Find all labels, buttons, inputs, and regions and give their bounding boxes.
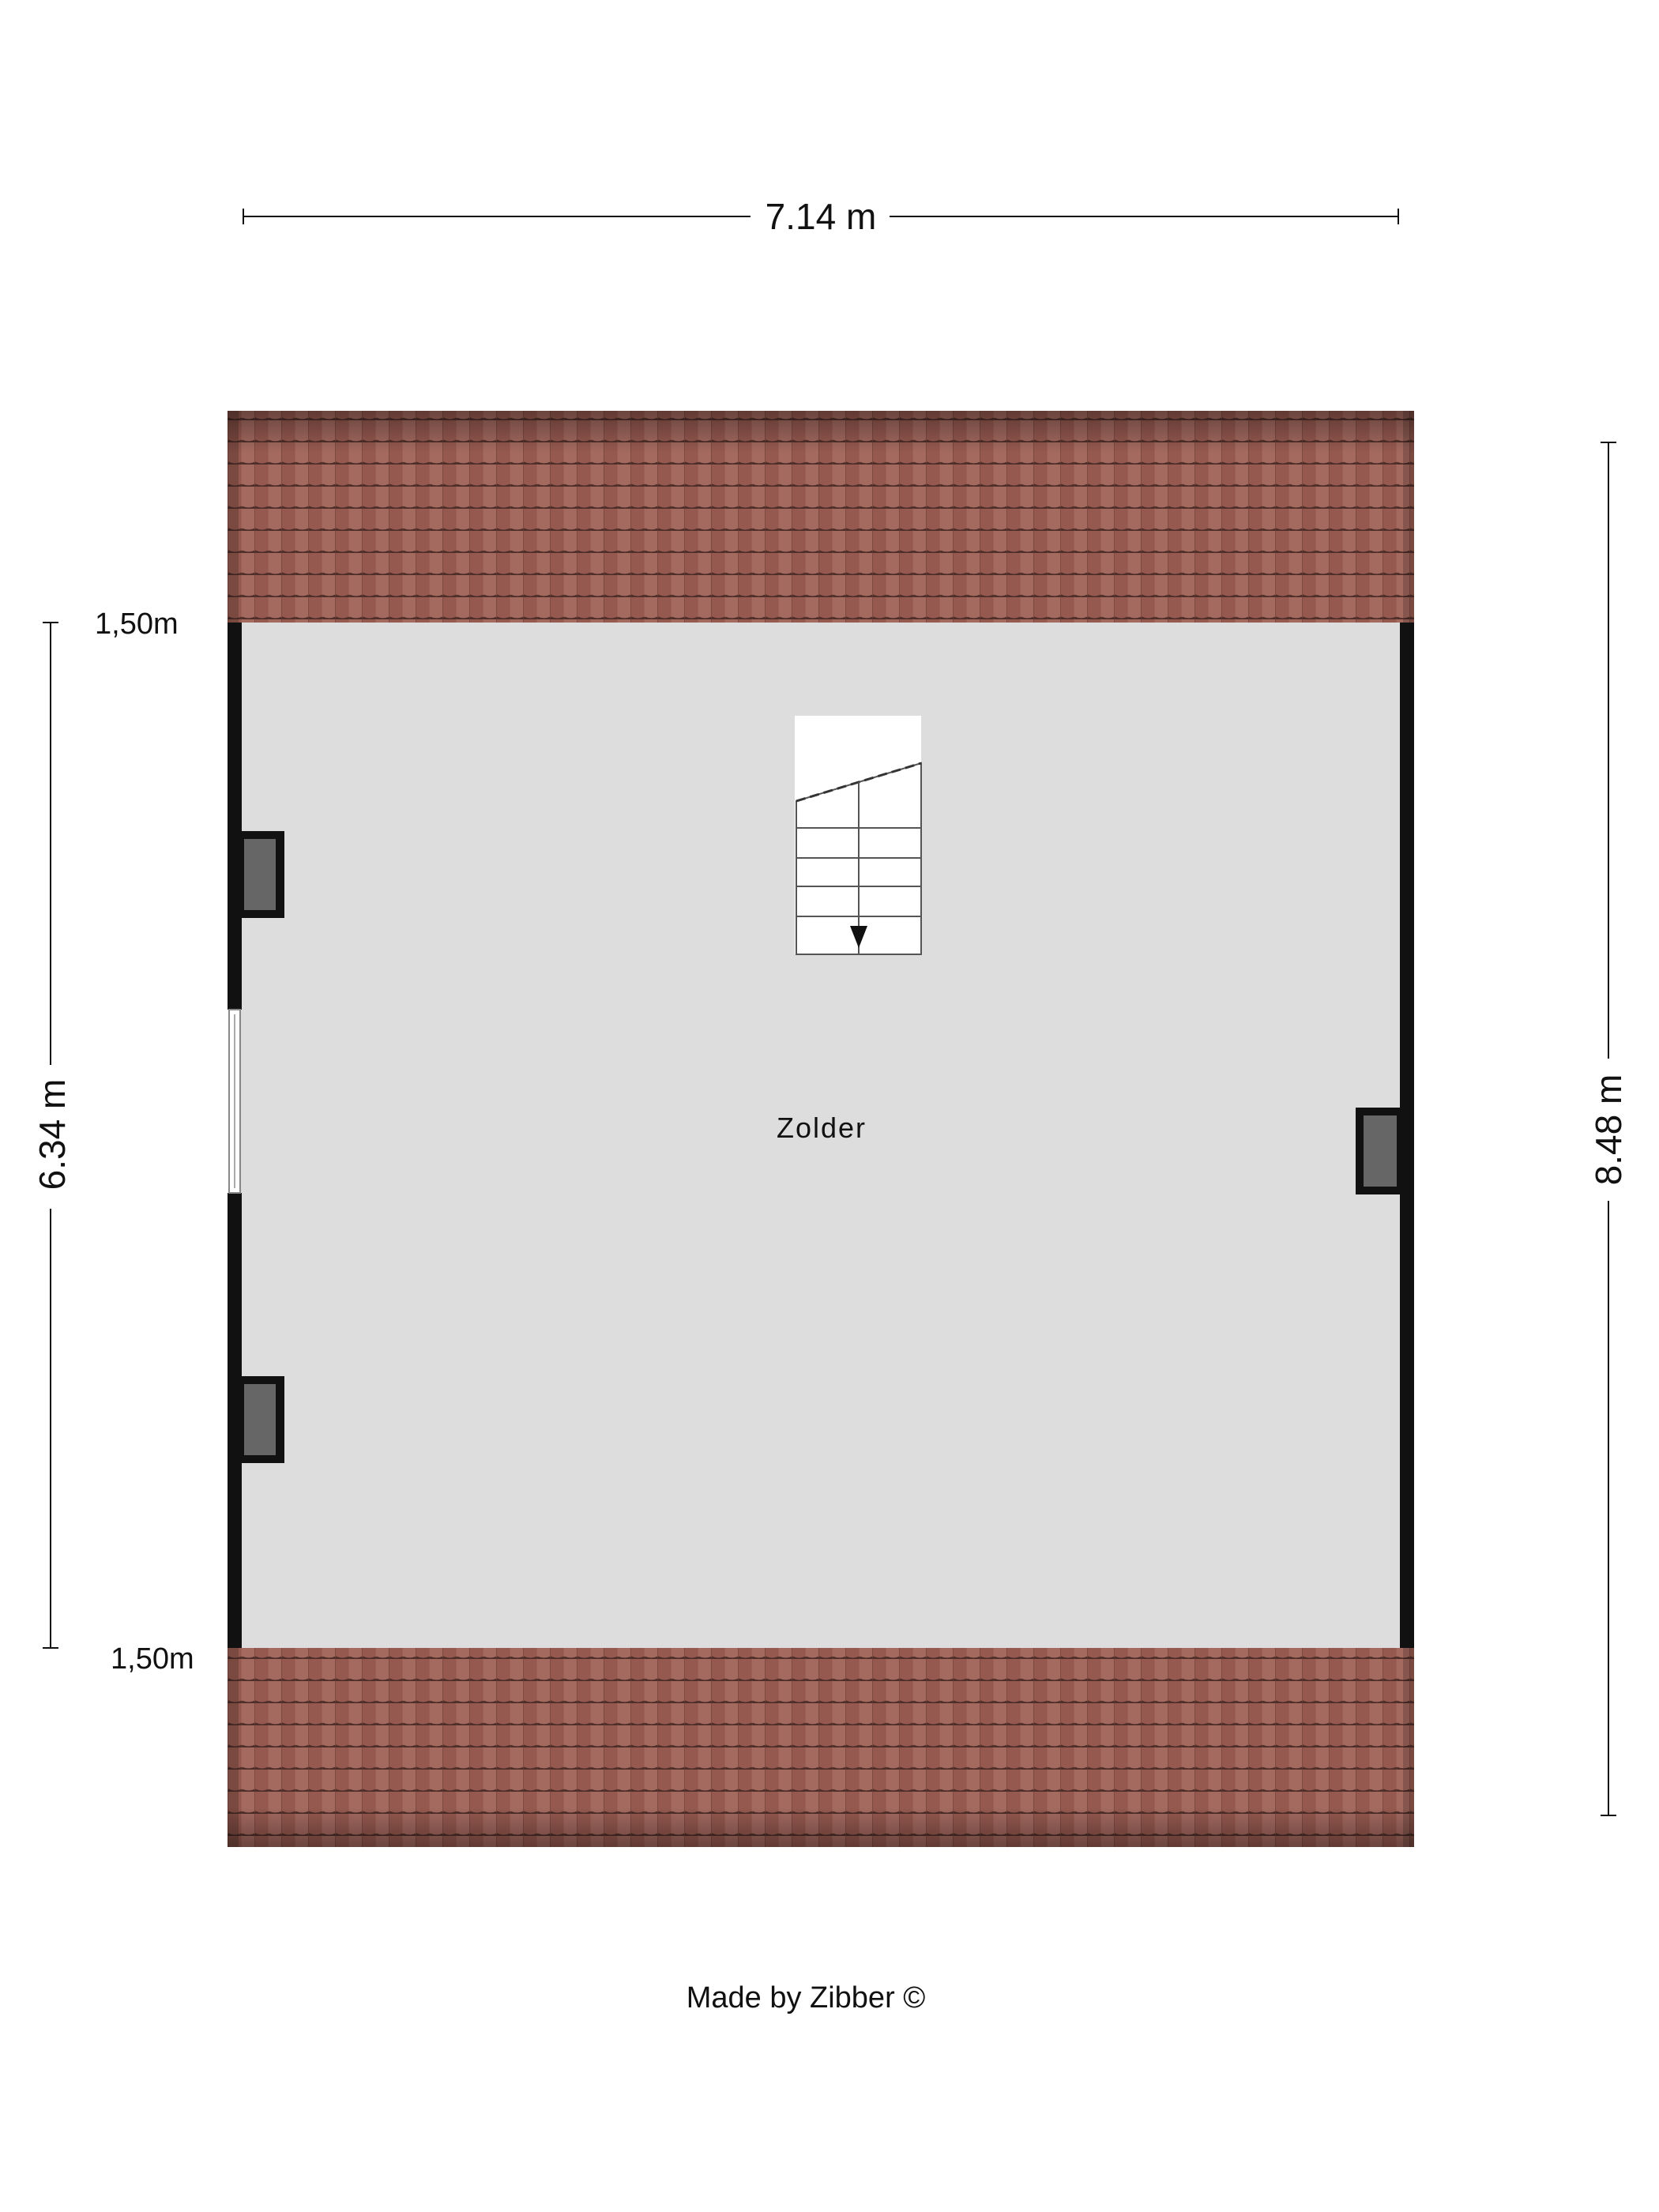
dimension-height: 8.48 m: [1588, 442, 1629, 1816]
credit-text: Made by Zibber ©: [686, 1981, 926, 2014]
left-wall-lower: [228, 1193, 242, 1648]
roof-window-icon: [237, 831, 284, 918]
roof-window-icon: [237, 1376, 284, 1463]
right-wall: [1400, 623, 1414, 1648]
knee-bottom-label: 1,50m: [111, 1642, 194, 1676]
inner-height-label: 6.34 m: [32, 1079, 73, 1191]
room-label: Zolder: [777, 1112, 867, 1144]
walls: [228, 623, 1414, 1648]
roof-window-icon: [1356, 1108, 1405, 1194]
window-left: [228, 1009, 241, 1194]
dimension-inner-height: 6.34 m 1,50m 1,50m: [32, 608, 194, 1676]
dimension-width: 7.14 m: [243, 196, 1399, 237]
height-label: 8.48 m: [1588, 1074, 1629, 1186]
knee-top-label: 1,50m: [95, 608, 179, 641]
left-wall-upper: [228, 623, 242, 1010]
roof-bottom: [228, 1648, 1414, 1847]
width-label: 7.14 m: [766, 196, 877, 237]
stair-down-icon: [795, 716, 922, 955]
roof-top: [228, 411, 1414, 623]
